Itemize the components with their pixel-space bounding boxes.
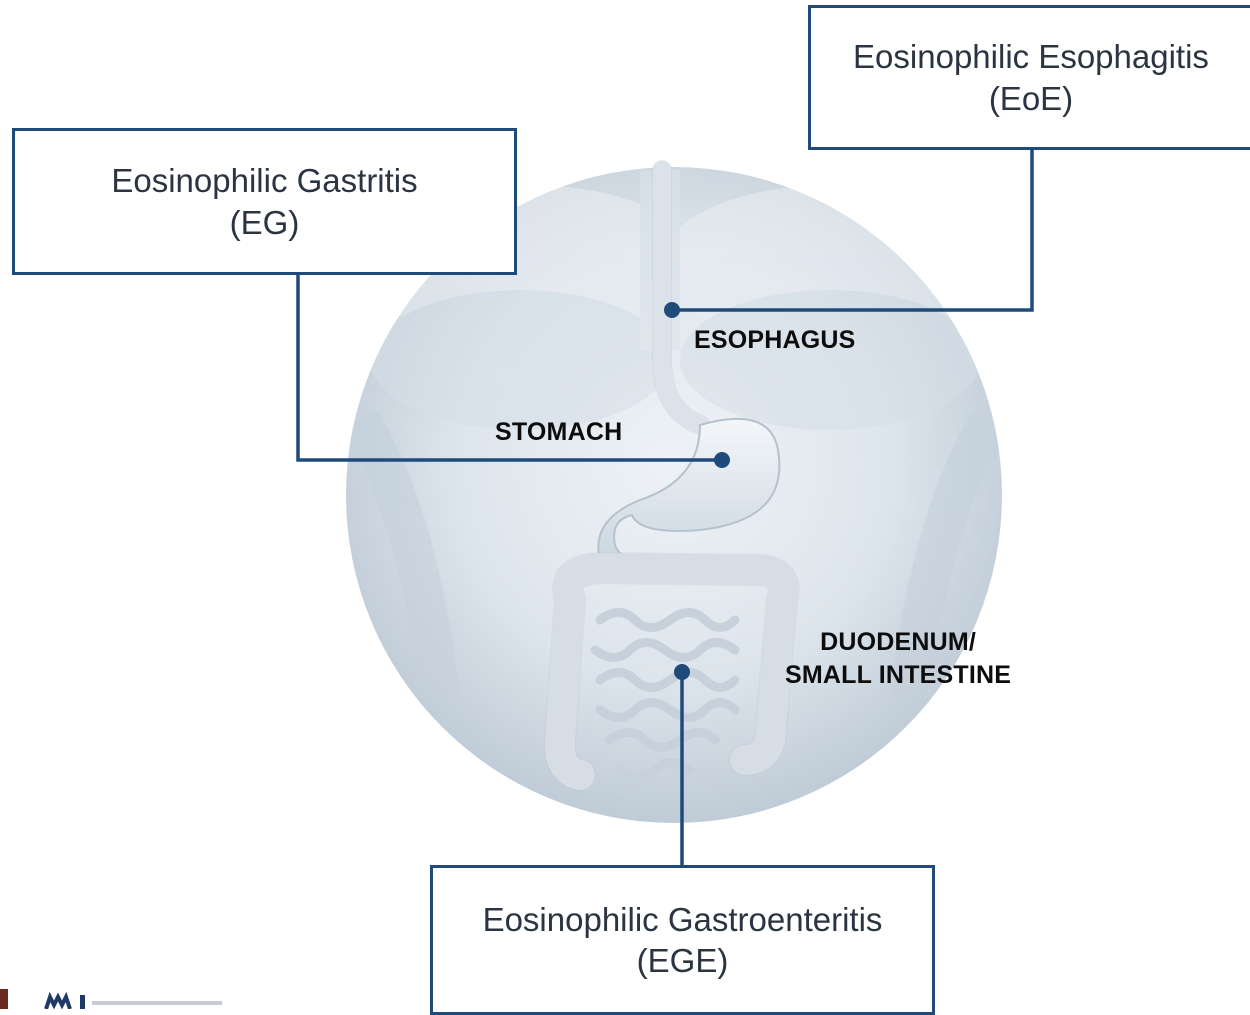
label-duodenum-line1: DUODENUM/ xyxy=(785,626,1011,659)
label-duodenum-small-intestine: DUODENUM/ SMALL INTESTINE xyxy=(785,626,1011,691)
marker-esophagus xyxy=(664,302,680,318)
callout-abbreviation: (EGE) xyxy=(637,940,729,981)
label-esophagus: ESOPHAGUS xyxy=(694,324,856,357)
callout-eosinophilic-gastroenteritis: Eosinophilic Gastroenteritis (EGE) xyxy=(430,865,935,1015)
callout-abbreviation: (EG) xyxy=(230,202,300,243)
callout-title: Eosinophilic Esophagitis xyxy=(853,36,1209,77)
callout-title: Eosinophilic Gastroenteritis xyxy=(483,899,883,940)
callout-title: Eosinophilic Gastritis xyxy=(111,160,417,201)
label-duodenum-line2: SMALL INTESTINE xyxy=(785,659,1011,692)
marker-stomach xyxy=(714,452,730,468)
callout-abbreviation: (EoE) xyxy=(989,78,1073,119)
label-stomach: STOMACH xyxy=(495,416,622,449)
callout-eosinophilic-esophagitis: Eosinophilic Esophagitis (EoE) xyxy=(808,5,1250,150)
marker-small-intestine xyxy=(674,664,690,680)
callout-eosinophilic-gastritis: Eosinophilic Gastritis (EG) xyxy=(12,128,517,275)
partial-logo xyxy=(0,985,240,1009)
